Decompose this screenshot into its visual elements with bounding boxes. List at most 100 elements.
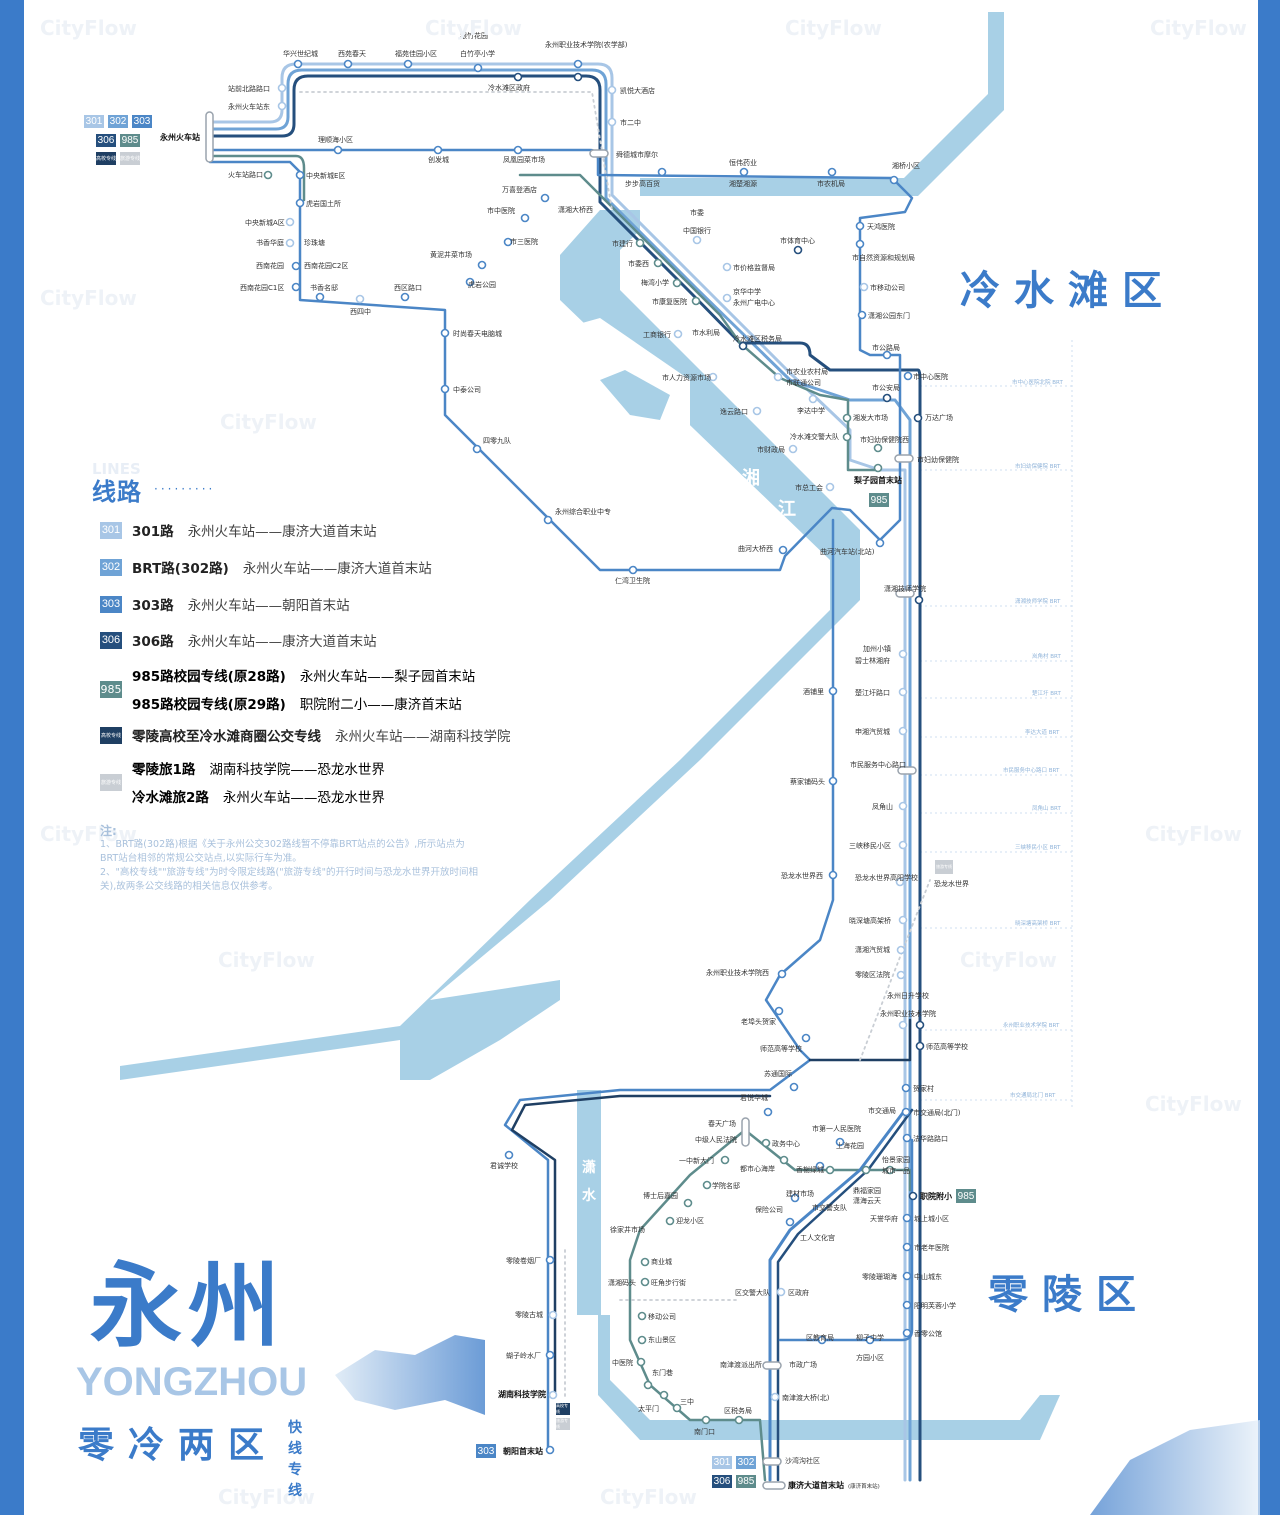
line-lingling-b bbox=[743, 1128, 912, 1192]
svg-text:市交通局: 市交通局 bbox=[868, 1106, 896, 1115]
river-label-xiang-1: 湘 bbox=[742, 467, 760, 489]
svg-text:永州职业技术学院 BRT: 永州职业技术学院 BRT bbox=[1003, 1021, 1060, 1029]
svg-text:潇湘码头: 潇湘码头 bbox=[608, 1278, 636, 1287]
svg-text:苏通国际: 苏通国际 bbox=[764, 1069, 792, 1078]
svg-text:市老年医院: 市老年医院 bbox=[914, 1243, 949, 1252]
legend-row-306: 306 306路 永州火车站——康济大道首末站 bbox=[100, 630, 377, 650]
svg-text:梅湾小学: 梅湾小学 bbox=[641, 278, 669, 287]
line-302 bbox=[208, 68, 912, 1482]
svg-text:市委: 市委 bbox=[690, 208, 704, 217]
svg-text:曲河汽车站(北站): 曲河汽车站(北站) bbox=[820, 547, 875, 556]
svg-text:市中心医院北院 BRT: 市中心医院北院 BRT bbox=[1012, 378, 1063, 386]
svg-text:市总工会: 市总工会 bbox=[795, 483, 823, 492]
svg-text:京华中学: 京华中学 bbox=[733, 287, 761, 296]
svg-text:老埠头贺家: 老埠头贺家 bbox=[741, 1017, 776, 1026]
svg-text:市交警支队: 市交警支队 bbox=[812, 1203, 847, 1212]
svg-text:中泰公司: 中泰公司 bbox=[453, 385, 481, 394]
legend-tag: 301 bbox=[100, 521, 122, 539]
brt-labels: 市中心医院北院 BRT 市妇幼保健院 BRT 潇湘技师学院 BRT 岚角村 BR… bbox=[1003, 378, 1063, 1099]
svg-text:南津渡派出所: 南津渡派出所 bbox=[720, 1360, 762, 1369]
legend-title-en: LINES bbox=[92, 460, 141, 478]
svg-text:中央新城A区: 中央新城A区 bbox=[245, 218, 285, 227]
svg-text:保险公司: 保险公司 bbox=[755, 1205, 783, 1214]
svg-text:潇海云天: 潇海云天 bbox=[853, 1196, 881, 1205]
legend-row-campus: 高校专线 零陵高校至冷水滩商圈公交专线 永州火车站——湖南科技学院 bbox=[100, 725, 511, 745]
svg-text:贺家村: 贺家村 bbox=[913, 1084, 934, 1093]
legend-line-route: 永州火车站——湖南科技学院 bbox=[335, 729, 511, 745]
legend-line-route: 永州火车站——梨子园首末站 bbox=[299, 669, 476, 685]
line-lingling-e bbox=[778, 1138, 914, 1342]
terminal-capsules bbox=[205, 111, 917, 1490]
svg-text:永州综合职业中专: 永州综合职业中专 bbox=[555, 507, 611, 516]
brush-stroke-decoration bbox=[335, 1335, 485, 1415]
legend-title: 线路 bbox=[92, 478, 142, 506]
svg-text:市联通公司: 市联通公司 bbox=[786, 378, 821, 387]
svg-text:(康济首末站): (康济首末站) bbox=[848, 1482, 880, 1490]
badge-301: 301 bbox=[84, 115, 104, 128]
svg-text:商业城: 商业城 bbox=[651, 1257, 672, 1266]
legend-line-name: 985路校园专线(原29路) bbox=[132, 697, 286, 713]
svg-text:市公路局: 市公路局 bbox=[872, 343, 900, 352]
svg-text:永州职业技术学院西: 永州职业技术学院西 bbox=[706, 968, 769, 977]
svg-text:建材市场: 建材市场 bbox=[786, 1189, 814, 1198]
svg-text:站前北路路口: 站前北路路口 bbox=[228, 84, 270, 93]
badge-301-south: 301 bbox=[712, 1456, 732, 1469]
legend-line-route: 永州火车站——朝阳首末站 bbox=[187, 598, 350, 614]
svg-text:市委西: 市委西 bbox=[628, 259, 649, 268]
svg-text:春天广场: 春天广场 bbox=[708, 1119, 736, 1128]
svg-text:潇湘技师学院 BRT: 潇湘技师学院 BRT bbox=[1015, 597, 1061, 605]
district-title-lengshuitan: 冷水滩区 bbox=[960, 268, 1176, 314]
svg-text:市二中: 市二中 bbox=[620, 118, 641, 127]
svg-text:市农机局: 市农机局 bbox=[817, 179, 845, 188]
svg-text:永州职业技术学院: 永州职业技术学院 bbox=[880, 1009, 936, 1018]
svg-text:凯悦大酒店: 凯悦大酒店 bbox=[620, 86, 655, 95]
svg-text:火车站路口: 火车站路口 bbox=[228, 170, 263, 179]
svg-text:市民服务中心路口: 市民服务中心路口 bbox=[850, 760, 906, 769]
svg-text:市公安局: 市公安局 bbox=[872, 383, 900, 392]
svg-text:潇湘技师学院: 潇湘技师学院 bbox=[884, 584, 926, 593]
svg-text:博士后嘉园: 博士后嘉园 bbox=[643, 1191, 678, 1200]
svg-text:三峡移民小区: 三峡移民小区 bbox=[849, 841, 891, 850]
legend-row-302: 302 BRT路(302路) 永州火车站——康济大道首末站 bbox=[100, 557, 432, 577]
svg-text:凤凰园菜市场: 凤凰园菜市场 bbox=[503, 155, 545, 164]
legend-line-route: 永州火车站——康济大道首末站 bbox=[242, 561, 432, 577]
svg-text:区政府: 区政府 bbox=[788, 1288, 809, 1297]
svg-text:太平门: 太平门 bbox=[638, 1404, 659, 1413]
svg-text:西区路口: 西区路口 bbox=[394, 283, 422, 292]
svg-text:蝴子岭水厂: 蝴子岭水厂 bbox=[506, 1351, 541, 1360]
svg-text:市第一人民医院: 市第一人民医院 bbox=[812, 1124, 861, 1133]
badge-306-south: 306 bbox=[712, 1475, 732, 1488]
svg-text:市交通局(北门): 市交通局(北门) bbox=[913, 1108, 961, 1117]
svg-text:逸云路口: 逸云路口 bbox=[720, 407, 748, 416]
svg-text:中级人民法院: 中级人民法院 bbox=[695, 1135, 737, 1144]
svg-text:冷水滩区税务局: 冷水滩区税务局 bbox=[733, 334, 782, 343]
svg-text:加州小镇: 加州小镇 bbox=[863, 644, 891, 653]
svg-text:李达中学: 李达中学 bbox=[797, 406, 825, 415]
legend-row-301: 301 301路 永州火车站——康济大道首末站 bbox=[100, 520, 377, 540]
svg-text:旺角步行街: 旺角步行街 bbox=[651, 1278, 686, 1287]
svg-text:酒铺里: 酒铺里 bbox=[803, 687, 824, 696]
line-campus bbox=[510, 1018, 912, 1397]
svg-text:市建行: 市建行 bbox=[612, 239, 633, 248]
brand-tag-express: 快线 bbox=[288, 1420, 302, 1457]
svg-text:零陵古城: 零陵古城 bbox=[515, 1310, 543, 1319]
svg-text:天鸿医院: 天鸿医院 bbox=[867, 222, 895, 231]
svg-text:华兴世纪城: 华兴世纪城 bbox=[283, 49, 318, 58]
svg-text:市中医院: 市中医院 bbox=[487, 206, 515, 215]
badge-tour-hnust: 旅游专线 bbox=[556, 1418, 570, 1430]
svg-text:零陵区法院: 零陵区法院 bbox=[855, 970, 890, 979]
svg-text:潇湘大桥西: 潇湘大桥西 bbox=[558, 205, 593, 214]
svg-text:天誉华府: 天誉华府 bbox=[870, 1214, 898, 1223]
notes-title: 注: bbox=[100, 824, 117, 838]
badge-campus-hnust: 高校专线 bbox=[556, 1403, 570, 1415]
svg-text:香零公馆: 香零公馆 bbox=[914, 1329, 942, 1338]
svg-text:四零九队: 四零九队 bbox=[483, 436, 511, 445]
legend-line-route: 职院附二小——康济首末站 bbox=[299, 697, 462, 713]
svg-text:书香华庭: 书香华庭 bbox=[256, 238, 284, 247]
svg-text:凤角山 BRT: 凤角山 BRT bbox=[1032, 804, 1061, 812]
svg-text:市三医院: 市三医院 bbox=[510, 237, 538, 246]
svg-text:步步高百货: 步步高百货 bbox=[625, 179, 660, 188]
svg-text:市中心医院: 市中心医院 bbox=[913, 372, 948, 381]
svg-text:创发城: 创发城 bbox=[428, 155, 449, 164]
badge-985-zhiyuan: 985 bbox=[956, 1189, 976, 1203]
